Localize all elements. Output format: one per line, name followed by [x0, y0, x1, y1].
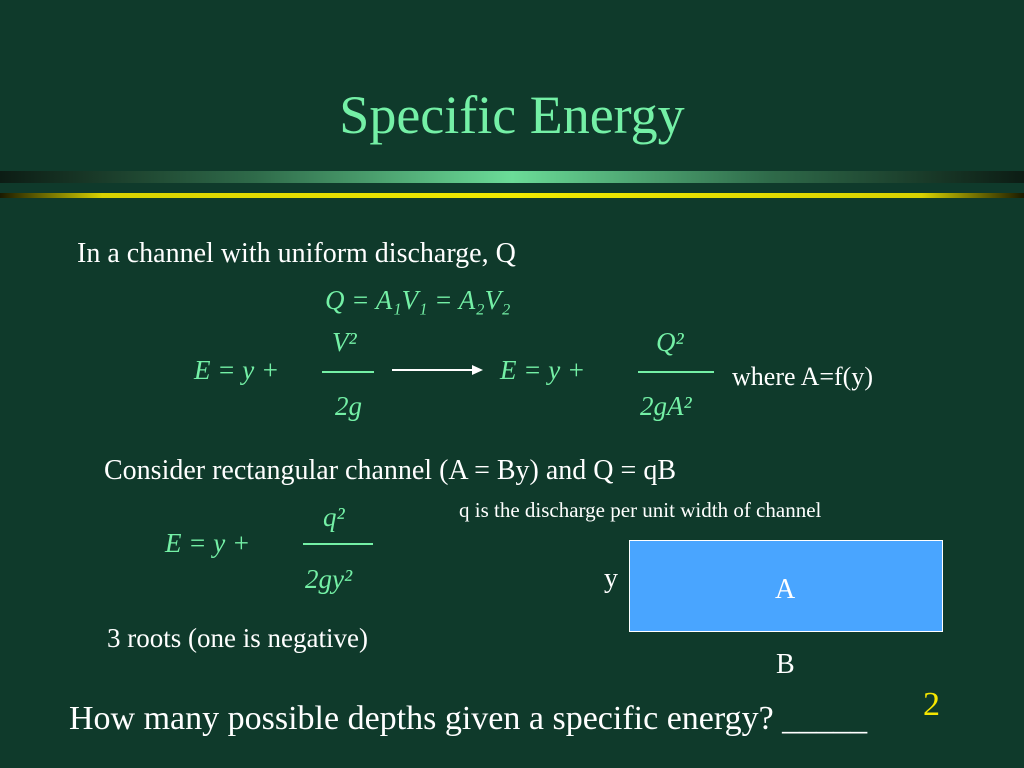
continuity-equation: Q = A₁V₁ = A₂V₂: [325, 287, 510, 314]
eq1-fraction-bar: [322, 371, 374, 373]
rectangular-channel-text: Consider rectangular channel (A = By) an…: [104, 455, 676, 486]
diagram-depth-label: y: [604, 563, 618, 594]
slide-title: Specific Energy: [339, 85, 685, 145]
roots-note: 3 roots (one is negative): [107, 623, 368, 653]
diagram-area-label: A: [775, 574, 796, 605]
eq3-lhs: E = y +: [165, 528, 251, 558]
where-note: where A=f(y): [732, 362, 873, 391]
diagram-width-label: B: [776, 649, 795, 680]
eq2-fraction-bar: [638, 371, 714, 373]
eq1-numerator: V²: [332, 327, 357, 357]
eq3-numerator: q²: [323, 502, 345, 532]
eq1-denominator: 2g: [335, 391, 362, 421]
answer-value: 2: [923, 686, 940, 723]
eq2-numerator: Q²: [656, 327, 684, 357]
eq1-lhs: E = y +: [194, 355, 280, 385]
arrow-right-icon: [392, 365, 483, 375]
intro-text: In a channel with uniform discharge, Q: [77, 238, 516, 269]
eq2-denominator: 2gA²: [640, 391, 692, 421]
title-divider-yellow: [0, 193, 1024, 198]
energy-equation-discharge: E = y + Q² 2gA²: [498, 325, 728, 425]
energy-equation-velocity: E = y + V² 2g: [190, 325, 380, 425]
continuity-equation-text: Q = A₁V₁ = A₂V₂: [325, 285, 511, 315]
energy-equation-rectangular: E = y + q² 2gy²: [163, 500, 383, 600]
eq2-lhs: E = y +: [500, 355, 586, 385]
title-divider-gradient: [0, 171, 1024, 183]
channel-cross-section: [629, 540, 943, 632]
question-text: How many possible depths given a specifi…: [69, 700, 868, 737]
eq3-fraction-bar: [303, 543, 373, 545]
unit-discharge-note: q is the discharge per unit width of cha…: [459, 498, 822, 522]
eq3-denominator: 2gy²: [305, 564, 353, 594]
